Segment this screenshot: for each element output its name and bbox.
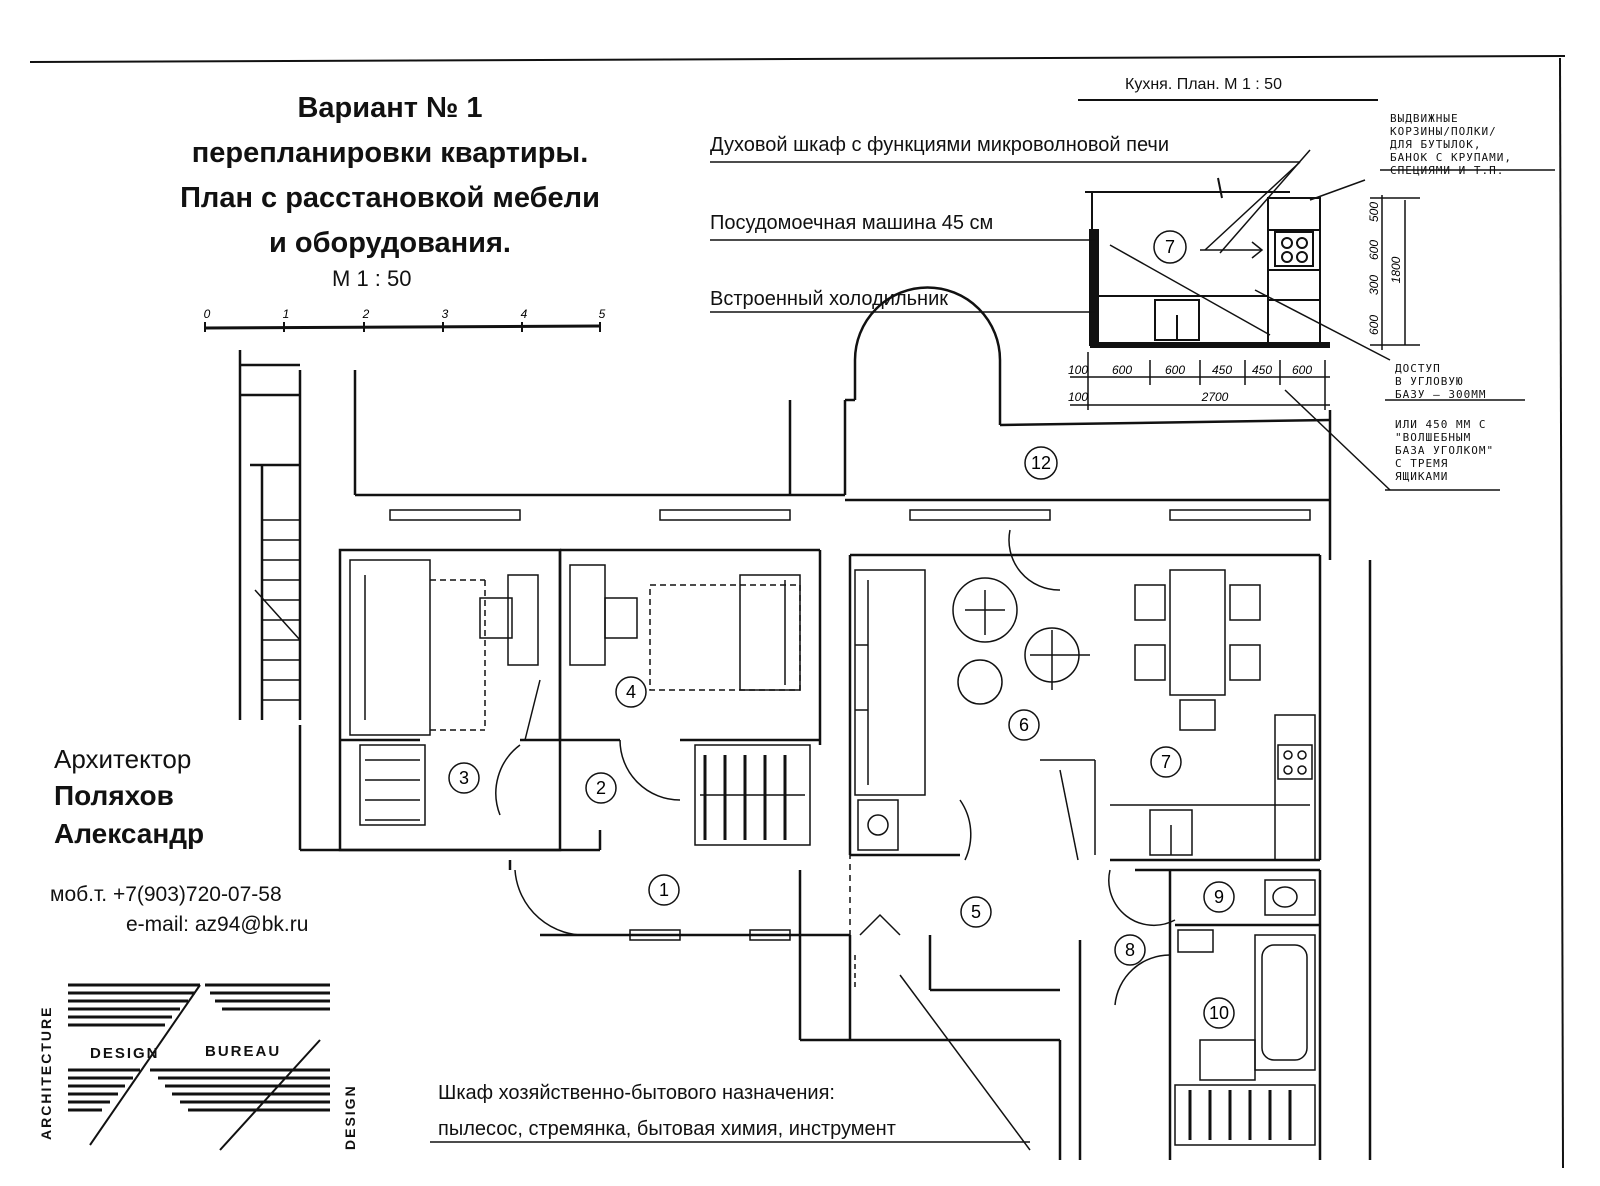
logo-bureau-text: BUREAU [205, 1043, 282, 1060]
dishwasher-callout: Посудомоечная машина 45 см [710, 212, 994, 234]
baskets-note-line: БАНОК С КРУПАМИ, [1390, 151, 1512, 164]
room-3-number: 3 [459, 768, 469, 788]
baskets-note-line: СПЕЦИЯМИ И Т.П. [1390, 164, 1505, 177]
dim-h-3: 450 [1212, 363, 1232, 377]
scale-tick-0: 0 [204, 307, 211, 321]
baskets-note: ВЫДВИЖНЫЕ КОРЗИНЫ/ПОЛКИ/ ДЛЯ БУТЫЛОК, БА… [1390, 112, 1512, 177]
plan-title: Вариант № 1 перепланировки квартиры. Пла… [110, 86, 670, 266]
kitchen-inset-plan [1070, 99, 1420, 491]
title-line-3: План с расстановкой мебели [180, 182, 600, 214]
title-line-1: Вариант № 1 [297, 92, 483, 124]
scale-tick-4: 4 [521, 307, 528, 321]
corner-access-line: В УГЛОВУЮ [1395, 375, 1464, 388]
scale-tick-3: 3 [442, 307, 449, 321]
kitchen-inset-room-number: 7 [1165, 237, 1175, 257]
furniture [349, 559, 1316, 1151]
room-9-number: 9 [1214, 887, 1224, 907]
room-1-number: 1 [659, 880, 669, 900]
dim-h-2: 600 [1165, 363, 1185, 377]
room-6-number: 6 [1019, 715, 1029, 735]
corner-access-note: ДОСТУП В УГЛОВУЮ БАЗУ – 300ММ [1395, 362, 1486, 401]
scale-bar-labels: 0 1 2 3 4 5 [204, 307, 606, 321]
corner-alt-note: ИЛИ 450 ММ С "ВОЛШЕБНЫМ БАЗА УГОЛКОМ" С … [1395, 418, 1494, 483]
dim-h-7: 2700 [1201, 390, 1229, 404]
room-12-number: 12 [1031, 453, 1051, 473]
baskets-note-line: КОРЗИНЫ/ПОЛКИ/ [1390, 125, 1497, 138]
dim-h-5: 600 [1292, 363, 1312, 377]
scale-tick-2: 2 [362, 307, 370, 321]
room-markers: 1 2 3 4 5 6 7 8 9 10 12 7 [448, 230, 1235, 1029]
corner-access-line: БАЗУ – 300ММ [1395, 388, 1487, 401]
dim-v-2: 600 [1367, 240, 1381, 260]
dim-h-1: 600 [1112, 363, 1132, 377]
room-4-number: 4 [626, 682, 636, 702]
dim-v-1: 300 [1367, 275, 1381, 295]
architect-phone: моб.т. +7(903)720-07-58 [50, 883, 282, 906]
dim-h-4: 450 [1252, 363, 1272, 377]
dim-h-0: 100 [1068, 363, 1088, 377]
logo-design-vertical-text: DESIGN [342, 1084, 358, 1150]
door-swings [495, 529, 1176, 1006]
corner-alt-line: С ТРЕМЯ [1395, 457, 1449, 470]
baskets-note-line: ДЛЯ БУТЫЛОК, [1390, 138, 1482, 151]
design-bureau-logo [68, 983, 330, 1151]
room-8-number: 8 [1125, 940, 1135, 960]
room-2-number: 2 [596, 778, 606, 798]
architect-label: Архитектор [54, 744, 192, 774]
scale-tick-1: 1 [283, 307, 290, 321]
room-5-number: 5 [971, 902, 981, 922]
corner-alt-line: ЯЩИКАМИ [1395, 470, 1449, 483]
kitchen-inset-caption: Кухня. План. М 1 : 50 [1125, 76, 1282, 93]
architect-first-name: Поляхов [54, 780, 174, 811]
logo-architecture-text: ARCHITECTURE [38, 1005, 54, 1140]
storage-note-line-1: Шкаф хозяйственно-бытового назначения: [438, 1082, 835, 1104]
dim-v-4: 1800 [1389, 256, 1403, 283]
corner-alt-line: "ВОЛШЕБНЫМ [1395, 431, 1472, 444]
callout-leaders [430, 161, 1555, 1143]
fridge-callout: Встроенный холодильник [710, 288, 948, 310]
apartment-walls [238, 286, 1372, 1160]
baskets-note-line: ВЫДВИЖНЫЕ [1390, 112, 1459, 125]
logo-design-text: DESIGN [90, 1045, 160, 1062]
dim-h-6: 100 [1068, 390, 1088, 404]
architect-email: e-mail: az94@bk.ru [126, 913, 309, 936]
dim-v-0: 600 [1367, 315, 1381, 335]
room-10-number: 10 [1209, 1003, 1229, 1023]
dim-v-3: 500 [1367, 202, 1381, 222]
corner-alt-line: ИЛИ 450 ММ С [1395, 418, 1487, 431]
title-line-2: перепланировки квартиры. [191, 137, 589, 169]
kitchen-dimensions: 100 600 600 450 450 600 100 2700 600 300… [1068, 202, 1403, 404]
scale-bar [204, 322, 601, 332]
room-7-number: 7 [1161, 752, 1171, 772]
title-line-4: и оборудования. [269, 227, 511, 259]
storage-note-line-2: пылесос, стремянка, бытовая химия, инстр… [438, 1118, 896, 1140]
architect-last-name: Александр [54, 818, 205, 849]
oven-callout: Духовой шкаф с функциями микроволновой п… [710, 134, 1169, 156]
corner-alt-line: БАЗА УГОЛКОМ" [1395, 444, 1495, 457]
plan-scale: М 1 : 50 [332, 266, 412, 291]
scale-tick-5: 5 [599, 307, 606, 321]
corner-access-line: ДОСТУП [1395, 362, 1441, 375]
